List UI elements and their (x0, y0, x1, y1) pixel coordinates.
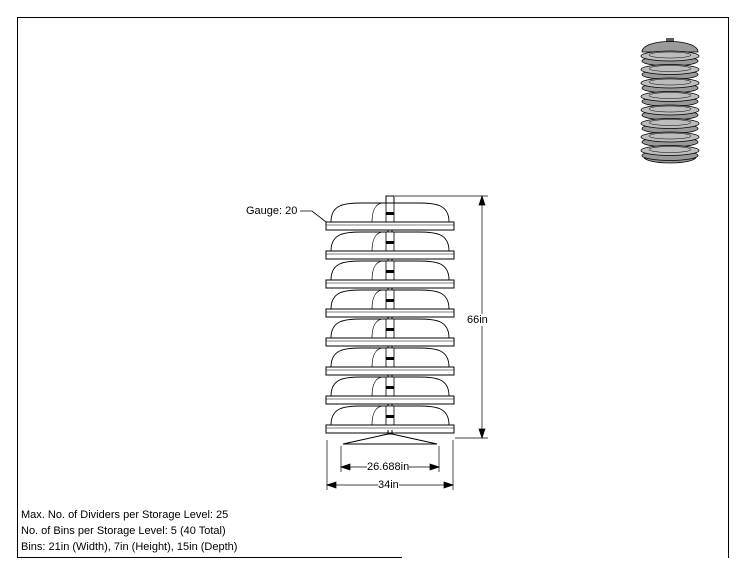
thumb-level-shelf (640, 50, 700, 62)
bin-divider (371, 347, 383, 368)
storage-level (325, 405, 455, 434)
sheet-border-right (728, 17, 729, 558)
post-clamp (386, 270, 394, 273)
bin-divider (371, 231, 383, 252)
storage-level (325, 347, 455, 376)
center-post-cap (385, 195, 395, 204)
outer-width-label: 34in (378, 479, 399, 491)
shelf-plate (325, 395, 455, 405)
post-clamp (386, 241, 394, 244)
post-clamp (386, 299, 394, 302)
bin-divider (371, 318, 383, 339)
carousel-elevation (325, 202, 455, 434)
bin-divider (371, 405, 383, 426)
note-bin-dimensions: Bins: 21in (Width), 7in (Height), 15in (… (21, 541, 238, 553)
shelf-plate (325, 221, 455, 231)
storage-level (325, 376, 455, 405)
shelf-plate (325, 279, 455, 289)
thumb-level-shelf (640, 91, 700, 102)
bin-divider (371, 376, 383, 397)
spec-notes: Max. No. of Dividers per Storage Level: … (21, 507, 237, 555)
thumb-level-ring (648, 132, 692, 140)
post-clamp (386, 212, 394, 215)
shelf-plate (325, 337, 455, 347)
gauge-leader-line (300, 210, 327, 223)
thumb-level-shelf (640, 145, 700, 156)
thumb-level-shelf (640, 104, 700, 116)
storage-level (325, 260, 455, 289)
thumb-level-shelf (640, 118, 700, 129)
note-bins-per-level: No. of Bins per Storage Level: 5 (40 Tot… (21, 525, 226, 537)
carousel-base (342, 430, 438, 445)
bin-divider (371, 202, 383, 223)
thumb-level-ring (648, 92, 692, 99)
sheet-border-bottom (17, 557, 402, 558)
storage-level (325, 289, 455, 318)
height-dimension-label: 66in (467, 314, 488, 326)
isometric-thumbnail (640, 38, 700, 164)
thumb-level-shelf (640, 77, 700, 89)
gauge-label: Gauge: 20 (246, 205, 298, 217)
post-clamp (386, 415, 394, 418)
post-clamp (386, 328, 394, 331)
inner-width-label: 26.688in (367, 461, 410, 473)
storage-level (325, 202, 455, 231)
thumb-level-ring (648, 78, 692, 86)
shelf-plate (325, 308, 455, 318)
shelf-plate (325, 424, 455, 434)
sheet-border (17, 17, 728, 558)
thumb-level-shelf (640, 131, 700, 143)
post-clamp (386, 357, 394, 360)
thumb-level-shelf (640, 64, 700, 75)
thumb-level-ring (648, 51, 692, 59)
thumb-level-ring (648, 146, 692, 153)
note-dividers: Max. No. of Dividers per Storage Level: … (21, 509, 229, 521)
thumb-level-ring (648, 65, 692, 72)
bin-divider (371, 289, 383, 310)
thumb-level-ring (648, 105, 692, 113)
shelf-plate (325, 250, 455, 260)
storage-level (325, 318, 455, 347)
thumb-level-ring (648, 119, 692, 126)
thumb-top-dome (641, 41, 699, 53)
post-clamp (386, 386, 394, 389)
shelf-plate (325, 366, 455, 376)
storage-level (325, 231, 455, 260)
bin-divider (371, 260, 383, 281)
